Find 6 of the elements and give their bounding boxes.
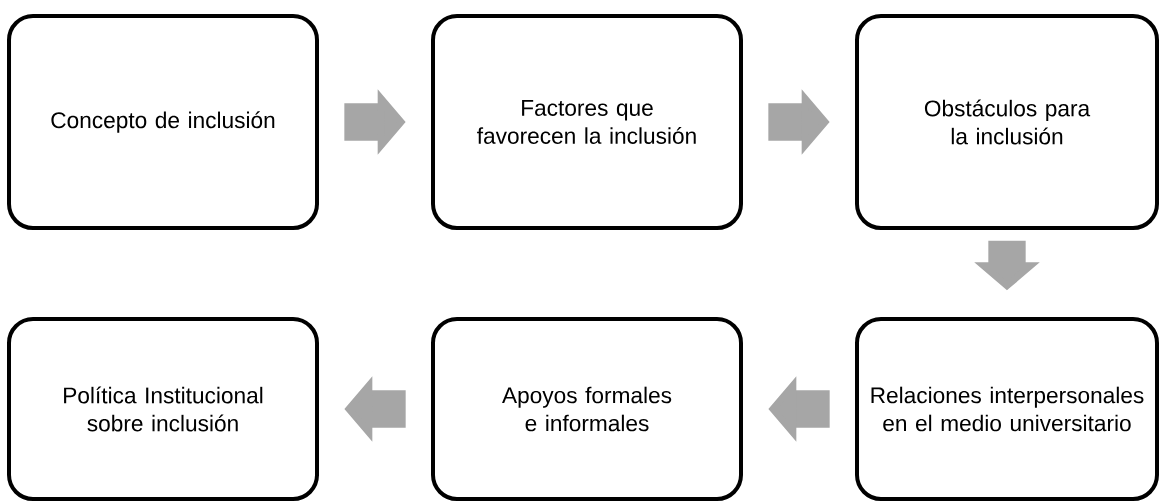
- process-box: Relaciones interpersonales en el medio universitario: [855, 317, 1159, 501]
- process-box: Obstáculos para la inclusión: [855, 14, 1159, 230]
- process-box: Concepto de inclusión: [7, 14, 319, 230]
- process-box: Factores que favorecen la inclusión: [431, 14, 743, 230]
- process-box: Política Institucional sobre inclusión: [7, 317, 319, 501]
- process-box: Apoyos formales e informales: [431, 317, 743, 501]
